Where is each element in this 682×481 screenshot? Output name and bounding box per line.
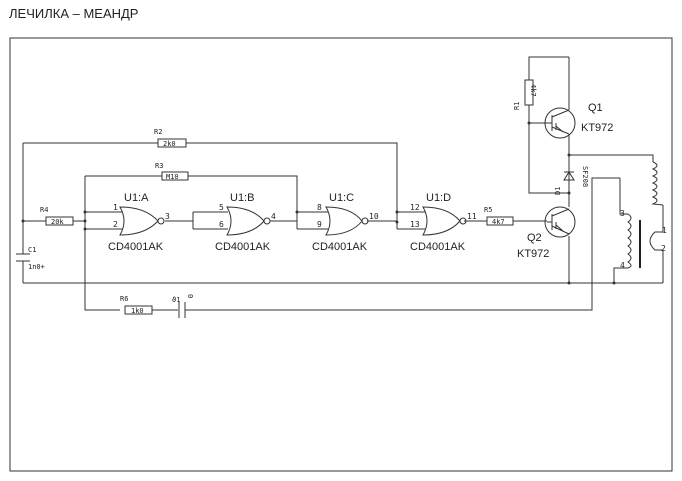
- svg-text:M10: M10: [166, 173, 179, 181]
- svg-text:1: 1: [662, 226, 667, 235]
- resistor-r3[interactable]: R3 M10: [155, 162, 189, 181]
- inductor[interactable]: [651, 161, 664, 206]
- svg-text:4: 4: [271, 212, 276, 221]
- svg-text:D1: D1: [554, 187, 562, 195]
- svg-text:8: 8: [317, 203, 322, 212]
- svg-text:20k: 20k: [51, 218, 64, 226]
- transformer[interactable]: 3 4 1 2: [619, 178, 667, 270]
- resistor-r6[interactable]: R6 1k0: [120, 295, 153, 315]
- svg-text:1n0+: 1n0+: [28, 263, 45, 271]
- wires: [22, 56, 664, 311]
- svg-text:0: 0: [186, 294, 194, 298]
- resistor-r1[interactable]: 4k7 R1: [513, 79, 537, 110]
- svg-text:1k0: 1k0: [131, 307, 144, 315]
- svg-text:R3: R3: [155, 162, 163, 170]
- frame: [9, 37, 673, 472]
- svg-text:4k7: 4k7: [529, 84, 537, 97]
- svg-text:12: 12: [410, 203, 420, 212]
- capacitor-c2[interactable]: 0 ϑ1: [172, 294, 194, 318]
- svg-text:R4: R4: [40, 206, 48, 214]
- capacitor-c1[interactable]: C1 1n0+: [16, 246, 45, 271]
- svg-text:Q1: Q1: [588, 102, 603, 114]
- svg-text:CD4001AK: CD4001AK: [215, 241, 271, 253]
- nor-gate-u1b[interactable]: U1:B CD4001AK 5 6 4: [215, 192, 276, 253]
- svg-text:CD4001AK: CD4001AK: [108, 241, 164, 253]
- svg-text:4: 4: [620, 261, 625, 270]
- junctions: [21, 121, 616, 285]
- svg-text:R5: R5: [484, 206, 492, 214]
- svg-text:2k0: 2k0: [163, 140, 176, 148]
- svg-text:R6: R6: [120, 295, 128, 303]
- svg-text:4k7: 4k7: [492, 218, 505, 226]
- svg-text:5: 5: [219, 203, 224, 212]
- transistor-q1[interactable]: Q1 KT972: [544, 102, 613, 139]
- svg-text:3: 3: [620, 209, 625, 218]
- nor-gate-u1a[interactable]: U1:A CD4001AK 1 2 3: [108, 192, 170, 253]
- svg-text:Q2: Q2: [527, 232, 542, 244]
- svg-text:KT972: KT972: [517, 248, 549, 260]
- svg-text:9: 9: [317, 220, 322, 229]
- svg-text:CD4001AK: CD4001AK: [410, 241, 466, 253]
- schematic-title: ЛЕЧИЛКА – МЕАНДР: [9, 6, 139, 21]
- resistor-r4[interactable]: R4 20k: [40, 206, 74, 226]
- transistor-q2[interactable]: Q2 KT972: [517, 206, 576, 260]
- nor-gate-u1c[interactable]: U1:C CD4001AK 8 9 10: [312, 192, 379, 253]
- svg-text:2: 2: [661, 244, 666, 253]
- svg-text:13: 13: [410, 220, 420, 229]
- svg-text:KT972: KT972: [581, 122, 613, 134]
- nor-gate-u1d[interactable]: U1:D CD4001AK 12 13 11: [410, 192, 477, 253]
- svg-text:6: 6: [219, 220, 224, 229]
- diode-d1[interactable]: SF208 D1: [554, 166, 589, 195]
- svg-text:C1: C1: [28, 246, 36, 254]
- svg-text:U1:C: U1:C: [329, 192, 354, 204]
- svg-text:R2: R2: [154, 128, 162, 136]
- svg-text:U1:A: U1:A: [124, 192, 149, 204]
- resistor-r5[interactable]: R5 4k7: [484, 206, 514, 226]
- svg-text:ϑ1: ϑ1: [172, 296, 180, 304]
- svg-text:CD4001AK: CD4001AK: [312, 241, 368, 253]
- svg-text:SF208: SF208: [581, 166, 589, 187]
- svg-text:R1: R1: [513, 102, 521, 110]
- svg-text:11: 11: [467, 212, 477, 221]
- svg-text:10: 10: [369, 212, 379, 221]
- svg-text:3: 3: [165, 212, 170, 221]
- svg-text:2: 2: [113, 220, 118, 229]
- svg-text:U1:B: U1:B: [230, 192, 254, 204]
- resistor-r2[interactable]: R2 2k0: [154, 128, 187, 148]
- svg-text:U1:D: U1:D: [426, 192, 451, 204]
- svg-text:1: 1: [113, 203, 118, 212]
